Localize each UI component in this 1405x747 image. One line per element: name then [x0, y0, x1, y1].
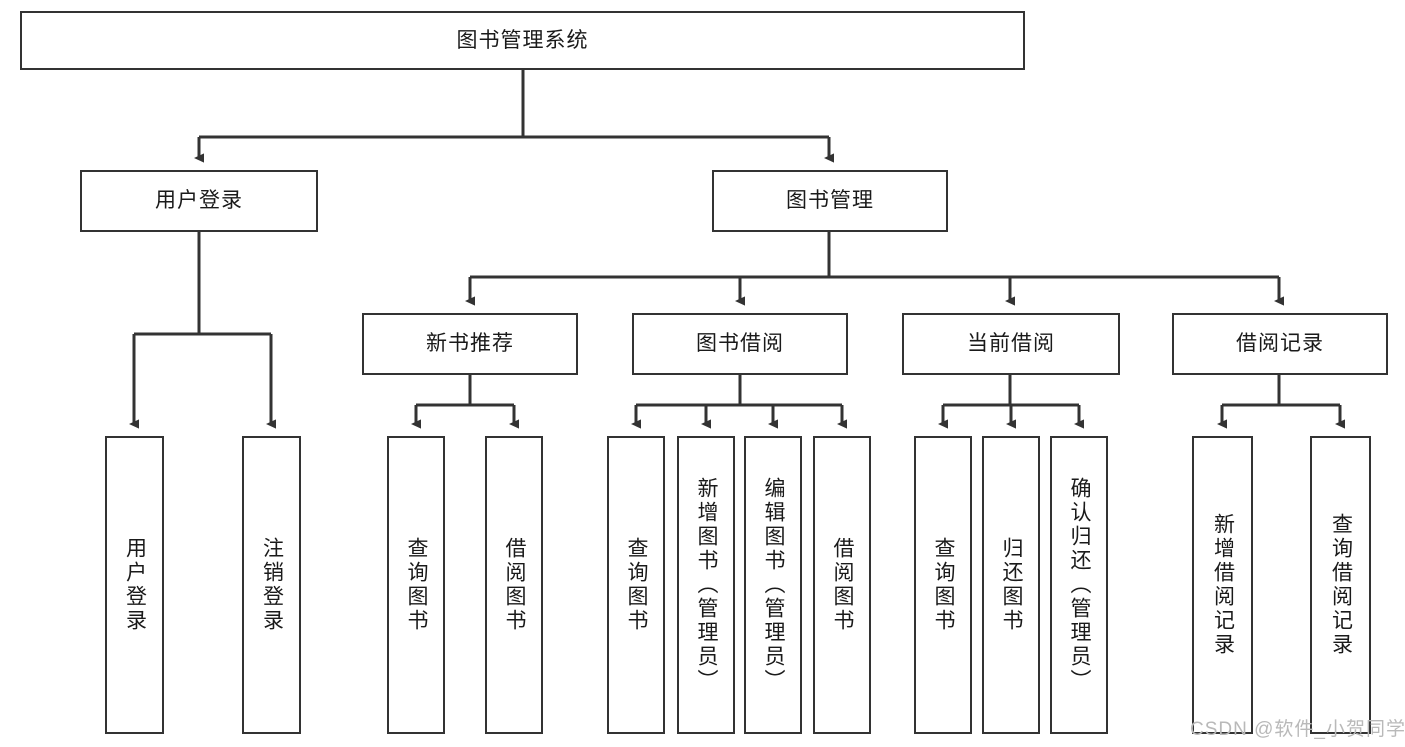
leaf-book-borrow-query-book[interactable]: 查询图书 [607, 436, 665, 734]
node-label: 确认归还（管理员） [1068, 477, 1092, 693]
node-borrow-records[interactable]: 借阅记录 [1172, 313, 1388, 375]
leaf-borrow-records-add-record[interactable]: 新增借阅记录 [1192, 436, 1253, 734]
node-user-login[interactable]: 用户登录 [80, 170, 318, 232]
leaf-current-borrow-query-book[interactable]: 查询图书 [914, 436, 972, 734]
leaf-user-login-logout[interactable]: 注销登录 [242, 436, 301, 734]
node-label: 查询图书 [932, 537, 956, 633]
node-book-management[interactable]: 图书管理 [712, 170, 948, 232]
node-label: 查询图书 [625, 537, 649, 633]
node-book-borrow[interactable]: 图书借阅 [632, 313, 848, 375]
node-current-borrow[interactable]: 当前借阅 [902, 313, 1120, 375]
node-label: 查询图书 [405, 537, 429, 633]
node-label: 新增图书（管理员） [695, 477, 719, 693]
csdn-watermark: CSDN @软件_小贺同学 [1190, 719, 1405, 740]
leaf-new-book-query-book[interactable]: 查询图书 [387, 436, 445, 734]
node-new-book-recommend[interactable]: 新书推荐 [362, 313, 578, 375]
node-label: 用户登录 [123, 537, 147, 633]
node-label: 图书借阅 [696, 332, 784, 356]
node-label: 借阅图书 [831, 537, 855, 633]
node-label: 借阅记录 [1236, 332, 1324, 356]
leaf-user-login-login[interactable]: 用户登录 [105, 436, 164, 734]
node-label: 编辑图书（管理员） [762, 477, 786, 693]
leaf-book-borrow-add-book-admin[interactable]: 新增图书（管理员） [677, 436, 735, 734]
node-label: 用户登录 [155, 189, 243, 213]
node-label: 当前借阅 [967, 332, 1055, 356]
node-label: 图书管理系统 [456, 28, 589, 52]
leaf-borrow-records-query-record[interactable]: 查询借阅记录 [1310, 436, 1371, 734]
node-label: 新增借阅记录 [1211, 513, 1235, 657]
node-label: 新书推荐 [426, 332, 514, 356]
node-label: 查询借阅记录 [1329, 513, 1353, 657]
leaf-new-book-borrow-book[interactable]: 借阅图书 [485, 436, 543, 734]
node-label: 归还图书 [1000, 537, 1024, 633]
node-label: 注销登录 [260, 537, 284, 633]
leaf-book-borrow-borrow-book[interactable]: 借阅图书 [813, 436, 871, 734]
leaf-book-borrow-edit-book-admin[interactable]: 编辑图书（管理员） [744, 436, 802, 734]
node-label: 图书管理 [786, 189, 874, 213]
leaf-current-borrow-return-book[interactable]: 归还图书 [982, 436, 1040, 734]
node-root-book-management-system[interactable]: 图书管理系统 [20, 11, 1025, 70]
node-label: 借阅图书 [503, 537, 527, 633]
leaf-current-borrow-confirm-return-admin[interactable]: 确认归还（管理员） [1050, 436, 1108, 734]
